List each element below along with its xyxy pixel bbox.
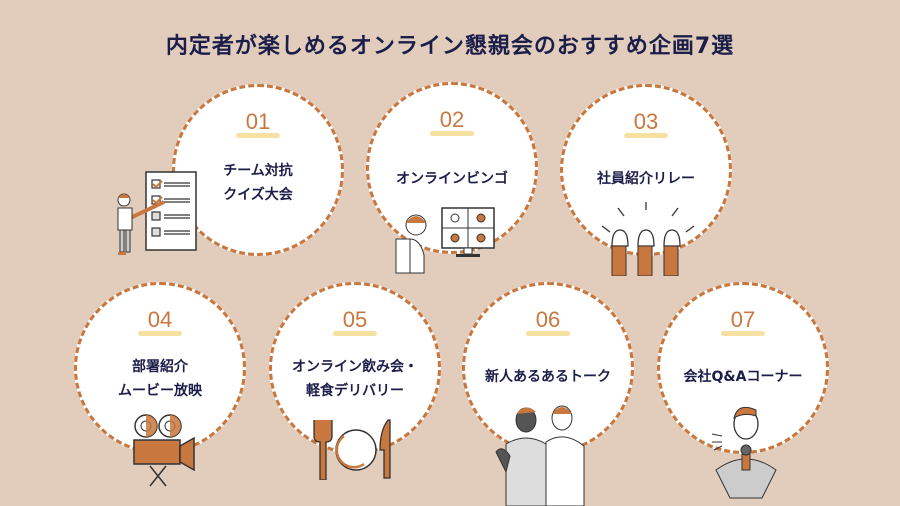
item-label-line1: チーム対抗 bbox=[223, 163, 293, 179]
item-label-line1: 会社Q&Aコーナー bbox=[683, 369, 803, 385]
raised-hands-icon bbox=[601, 202, 695, 276]
item-number: 04 bbox=[77, 307, 243, 336]
item-label-line1: 新人あるあるトーク bbox=[485, 369, 611, 385]
video-call-icon bbox=[395, 207, 495, 274]
item-number: 03 bbox=[563, 109, 729, 138]
item-number: 07 bbox=[660, 307, 826, 336]
item-label-line1: オンラインビンゴ bbox=[396, 171, 508, 187]
item-01-card: 01 チーム対抗 クイズ大会 bbox=[172, 84, 344, 256]
movie-camera-icon bbox=[133, 414, 195, 487]
item-05-card: 05 オンライン飲み会・ 軽食デリバリー bbox=[269, 282, 441, 454]
item-label-line1: 部署紹介 bbox=[132, 359, 188, 375]
item-03-card: 03 社員紹介リレー bbox=[560, 84, 732, 256]
item-number: 05 bbox=[272, 307, 438, 336]
item-number: 01 bbox=[175, 109, 341, 138]
item-label-line2: ムービー放映 bbox=[118, 383, 202, 399]
item-number: 06 bbox=[465, 307, 631, 336]
item-label-line1: 社員紹介リレー bbox=[597, 171, 695, 187]
item-label-line2: 軽食デリバリー bbox=[306, 383, 404, 399]
page-title: 内定者が楽しめるオンライン懇親会のおすすめ企画7選 bbox=[165, 34, 735, 59]
item-label-line2: クイズ大会 bbox=[223, 187, 293, 203]
cutlery-plate-icon bbox=[313, 419, 391, 480]
quiz-checklist-icon bbox=[117, 171, 197, 255]
item-label-line1: オンライン飲み会・ bbox=[292, 359, 418, 375]
item-number: 02 bbox=[369, 107, 535, 136]
talking-people-icon bbox=[495, 405, 585, 506]
microphone-speaker-icon bbox=[711, 406, 777, 499]
